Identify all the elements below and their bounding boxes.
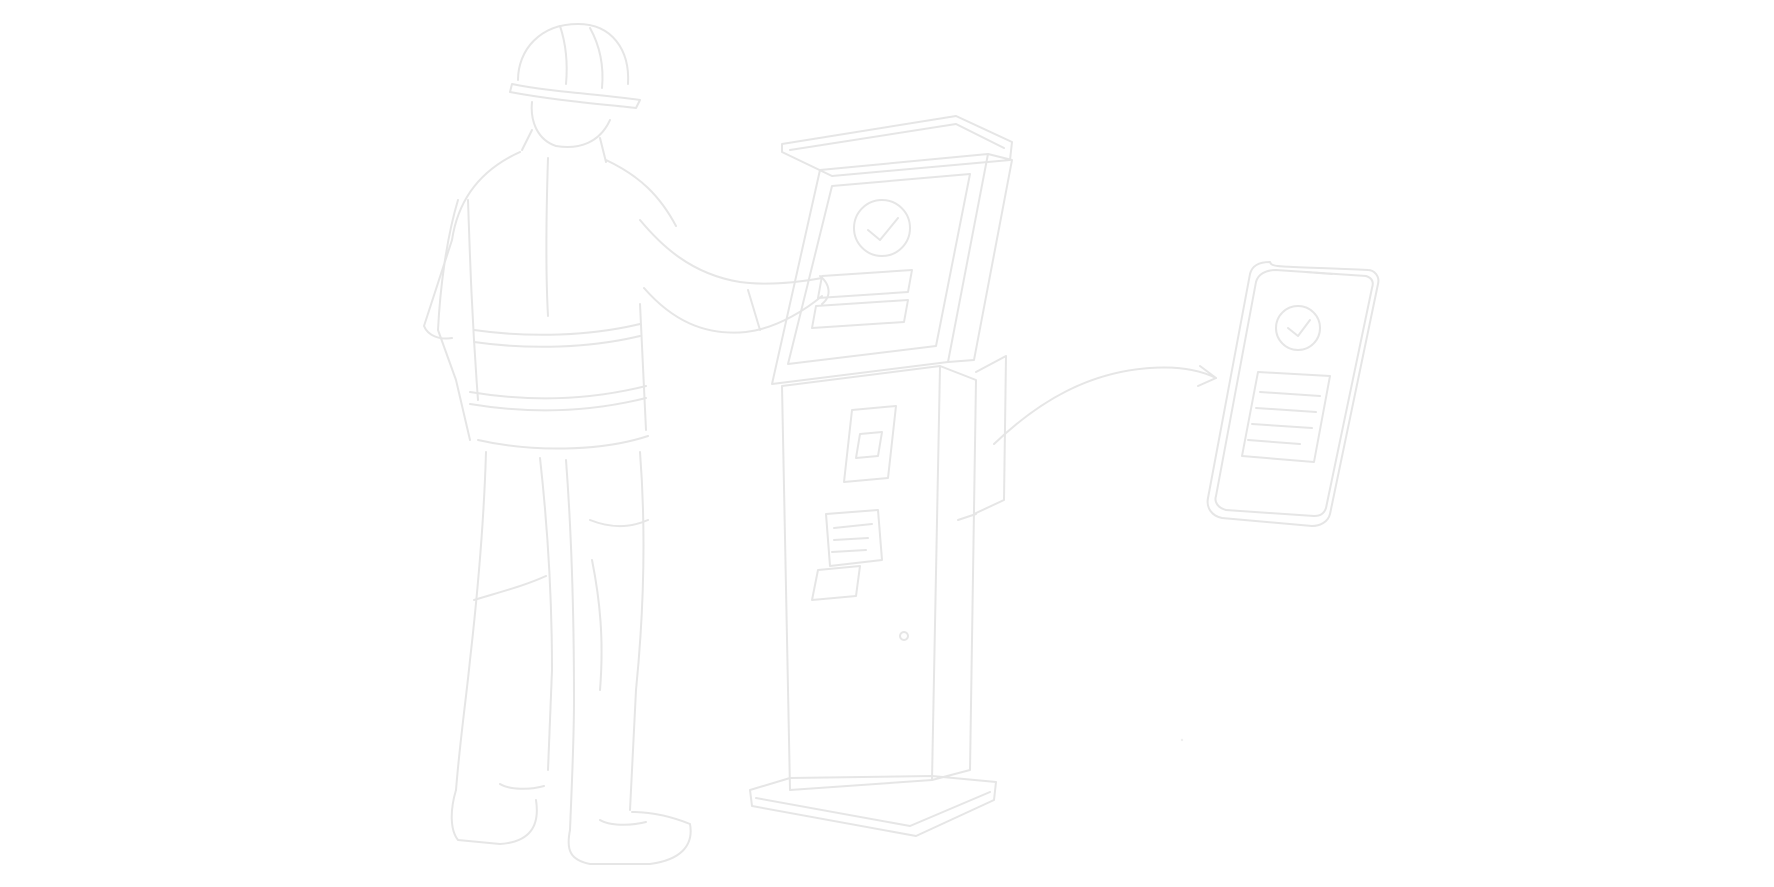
work-boots	[450, 783, 692, 865]
self-service-kiosk	[749, 115, 1013, 837]
receipt-printer	[811, 509, 883, 601]
hard-hat-icon	[509, 23, 641, 109]
phone-screen	[1241, 305, 1331, 463]
smartphone-icon	[1206, 261, 1380, 527]
lock-icon	[899, 631, 909, 641]
speck	[1180, 738, 1184, 742]
worker-figure	[423, 23, 830, 865]
card-reader	[843, 405, 897, 483]
arrow-icon	[993, 365, 1217, 445]
kiosk-screen	[787, 173, 971, 365]
